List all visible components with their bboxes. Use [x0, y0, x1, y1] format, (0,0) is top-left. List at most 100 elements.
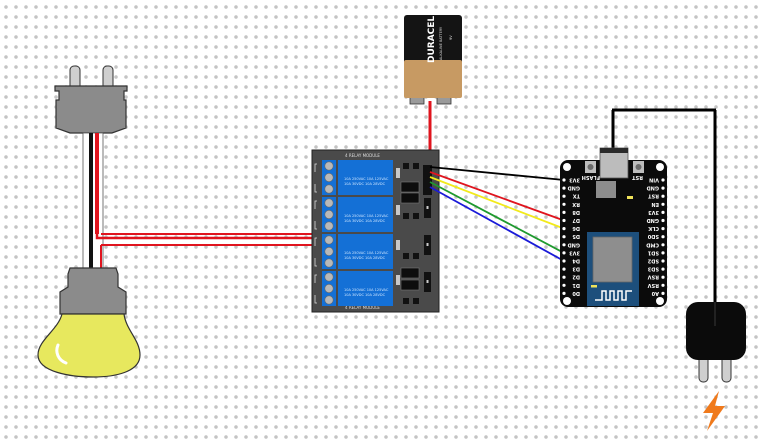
- pin-hole: [661, 202, 665, 206]
- wire-d7: [429, 171, 565, 222]
- pin-hole: [661, 186, 665, 190]
- pin-label-left: D4: [572, 258, 580, 264]
- pin-hole: [661, 227, 665, 231]
- pin-label-right: GND: [647, 185, 659, 191]
- bulb-glass: [37, 313, 141, 378]
- pin-hole: [661, 275, 665, 279]
- optocoupler: [400, 181, 420, 193]
- pin-hole: [562, 267, 566, 271]
- led: [627, 196, 633, 199]
- relay-module: 4 RELAY MODULE 4 RELAY MODULE 10A 250VAC…: [311, 149, 440, 313]
- flash-button[interactable]: [585, 161, 596, 173]
- ac-plug-left: [54, 65, 128, 134]
- optocoupler: [400, 279, 420, 291]
- plug-body: [54, 85, 128, 134]
- battery-brand: DURACELL: [427, 10, 437, 63]
- pin-label-right: RST: [648, 193, 659, 199]
- bulb-socket: [59, 267, 127, 315]
- smd-component: [403, 213, 409, 219]
- pin-label-right: SD2: [647, 258, 659, 264]
- pin-hole: [661, 259, 665, 263]
- battery-voltage: 9V: [449, 35, 453, 40]
- screw-icon: [324, 283, 334, 293]
- bulb-highlight: [55, 343, 68, 365]
- battery-top: [404, 15, 462, 67]
- pin-label-right: VIN: [649, 177, 659, 183]
- pin-hole: [562, 210, 566, 214]
- pin-hole: [562, 227, 566, 231]
- resistor: [396, 240, 400, 250]
- reset-button[interactable]: [633, 161, 644, 173]
- relay-spec-text: 10A 250VAC 10A 125VAC: [344, 251, 389, 255]
- relay-spec-text: 10A 30VDC 10A 28VDC: [344, 182, 386, 186]
- pin-hole: [661, 283, 665, 287]
- pin-hole: [562, 178, 566, 182]
- screw-icon: [324, 184, 334, 194]
- screw-icon: [324, 198, 334, 208]
- antenna-trace: [595, 290, 632, 301]
- pin-hole: [661, 194, 665, 198]
- pin-label-left: TX: [573, 193, 580, 199]
- pin-label-left: 3V3: [569, 177, 580, 183]
- pin-label-right: SD3: [647, 266, 659, 272]
- pin-label-left: D8: [572, 209, 580, 215]
- pin-hole: [562, 283, 566, 287]
- pin-hole: [661, 218, 665, 223]
- screw-icon: [324, 258, 334, 268]
- plug-body: [686, 302, 746, 360]
- pin-label-left: D6: [572, 225, 580, 231]
- pin-label-left: RX: [572, 201, 580, 207]
- pin-label-right: A0: [651, 290, 659, 296]
- pin-label-right: RSV: [648, 282, 659, 288]
- pin-label-left: D0: [572, 290, 580, 296]
- pin-label-right: CLK: [647, 225, 659, 231]
- relay-cube: [338, 197, 393, 232]
- light-bulb: [37, 267, 141, 378]
- nodemcu-board: FLASH RST 3V3GNDTXRXD8D7D6D5GND3V3D4D3D2…: [560, 108, 717, 320]
- resistor: [396, 205, 400, 215]
- pin-hole: [562, 259, 566, 263]
- pin-hole: [562, 235, 566, 239]
- pin-hole: [661, 210, 665, 214]
- pin-label-right: SD1: [647, 249, 659, 255]
- pin-label-right: 3V3: [648, 209, 659, 215]
- relay-spec-text: 10A 250VAC 10A 125VAC: [344, 214, 389, 218]
- wire-3v3: [429, 166, 565, 181]
- relay-cube: [338, 271, 393, 306]
- pin-hole: [661, 291, 665, 295]
- resistor: [396, 168, 400, 178]
- pin-label-right: GND: [647, 217, 659, 223]
- smd-component: [403, 163, 409, 169]
- resistor: [396, 275, 400, 285]
- screw-icon: [324, 210, 334, 220]
- screw-icon: [324, 161, 334, 171]
- smd-component: [403, 298, 409, 304]
- pin-hole: [661, 251, 665, 255]
- pin-hole: [661, 267, 665, 271]
- relay-cube: [338, 160, 393, 195]
- pin-label-left: GND: [568, 185, 580, 191]
- pin-label-right: EN: [651, 201, 659, 207]
- pin-label-right: CMD: [646, 241, 659, 247]
- pin-hole: [661, 243, 665, 247]
- screw-icon: [324, 235, 334, 245]
- smd-component: [413, 163, 419, 169]
- pin-hole: [661, 235, 665, 239]
- pin-label-left: GND: [568, 241, 580, 247]
- screw-icon: [324, 173, 334, 183]
- pin-hole: [562, 243, 566, 247]
- pin-label-right: SD0: [647, 233, 659, 239]
- pin-hole: [661, 178, 665, 182]
- input-header: [423, 165, 432, 195]
- smd-component: [413, 213, 419, 219]
- screw-icon: [324, 247, 334, 257]
- relay-spec-text: 10A 30VDC 10A 28VDC: [344, 256, 386, 260]
- smd-component: [413, 298, 419, 304]
- voltage-regulator: [596, 181, 616, 198]
- pin-label-left: D5: [572, 233, 580, 239]
- battery-9v: DURACELL ALKALINE BATTERY 9V: [404, 10, 462, 105]
- pin-label-right: RSV: [648, 274, 659, 280]
